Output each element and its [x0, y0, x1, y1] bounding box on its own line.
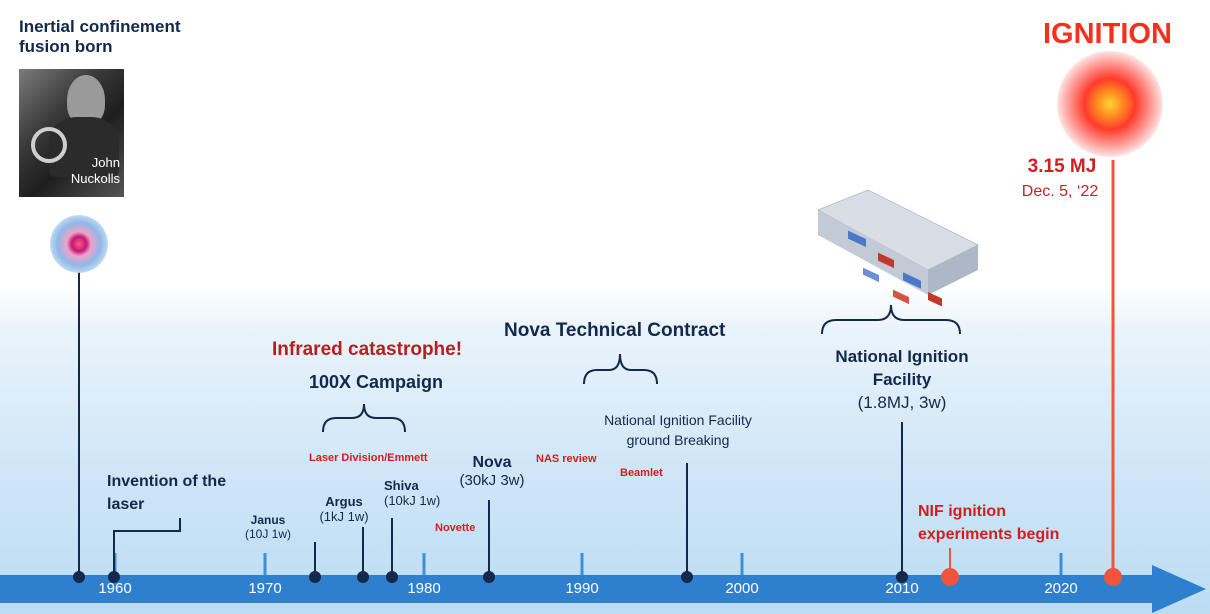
nif-line2: Facility	[872, 369, 932, 389]
argus2-dot	[357, 571, 369, 583]
photo-apparatus	[31, 127, 67, 163]
ignition-burst-icon	[1057, 51, 1163, 157]
photo-caption-first: John	[91, 155, 120, 170]
nova-label: Nova (30kJ 3w)	[459, 454, 524, 490]
beamlet-label: Beamlet	[620, 467, 663, 479]
timeline-arrow	[0, 565, 1206, 613]
shiva-name: Shiva	[384, 478, 419, 493]
ignition-yield: 3.15 MJ	[1027, 156, 1097, 177]
janus-label: Janus (10J 1w)	[244, 513, 292, 542]
janus-name: Janus	[250, 513, 286, 527]
photo-figure-head	[67, 75, 105, 125]
laser-invention-line1: Invention of the	[107, 473, 227, 490]
contract-brace	[583, 353, 658, 385]
shiva-label: Shiva (10kJ 1w)	[384, 478, 441, 509]
year-label-1980: 1980	[407, 580, 441, 597]
nif-groundbreaking-line2: ground Breaking	[626, 431, 730, 448]
icf-born-dot	[73, 571, 85, 583]
laser-invention-dot	[108, 571, 120, 583]
nif-experiments-dot	[941, 568, 959, 586]
year-label-2020: 2020	[1044, 580, 1078, 597]
year-label-2010: 2010	[885, 580, 919, 597]
nif-brace	[821, 304, 961, 335]
janus-spec: (10J 1w)	[244, 526, 292, 541]
ignition-date: Dec. 5, ‘22	[1021, 183, 1099, 200]
nas-review-label: NAS review	[536, 453, 597, 465]
nif-experiments-label: NIF ignition experiments begin	[918, 500, 1059, 546]
infrared-catastrophe-label: Infrared catastrophe!	[272, 339, 463, 360]
nova-spec: (30kJ 3w)	[459, 472, 525, 490]
nif-groundbreaking-line1: National Ignition Facility	[604, 412, 752, 428]
argus-name: Argus	[325, 494, 363, 509]
laser-invention-connector	[113, 518, 181, 577]
nif-experiments-line2: experiments begin	[918, 526, 1060, 544]
year-label-1960: 1960	[98, 580, 132, 597]
decade-ticks	[113, 553, 1063, 575]
icf-born-line2: fusion born	[19, 36, 113, 56]
campaign-label: 100X Campaign	[309, 372, 444, 392]
nif-label: National Ignition Facility (1.8MJ, 3w)	[835, 346, 968, 415]
nova-contract-label: Nova Technical Contract	[504, 320, 726, 341]
groundbreaking-dot	[681, 571, 693, 583]
nif-groundbreaking-label: National Ignition Facility ground Breaki…	[604, 411, 752, 450]
argus-label: Argus (1kJ 1w)	[319, 494, 369, 525]
photo-caption-last: Nuckolls	[70, 170, 120, 186]
john-nuckolls-photo: John Nuckolls	[19, 69, 124, 197]
argus-spec: (1kJ 1w)	[319, 508, 369, 524]
nif-experiments-line1: NIF ignition	[918, 503, 1006, 520]
year-label-1990: 1990	[565, 580, 599, 597]
shiva-spec: (10kJ 1w)	[384, 492, 441, 508]
argus-dot	[309, 571, 321, 583]
laser-division-label: Laser Division/Emmett	[309, 452, 428, 464]
nif-line1: National Ignition	[835, 347, 969, 366]
nova-dot	[483, 571, 495, 583]
nova-name: Nova	[472, 454, 512, 471]
novette-label: Novette	[435, 522, 476, 534]
nif-building-icon	[816, 189, 980, 307]
year-label-2000: 2000	[725, 580, 759, 597]
fusion-target-icon	[50, 215, 108, 273]
shiva-dot	[386, 571, 398, 583]
ignition-dot	[1104, 568, 1122, 586]
campaign-brace	[322, 403, 406, 433]
photo-caption: John Nuckolls	[71, 155, 120, 186]
nif-dot	[896, 571, 908, 583]
year-label-1970: 1970	[248, 580, 282, 597]
icf-born-label: Inertial confinement fusion born	[19, 17, 181, 56]
ignition-title: IGNITION	[1043, 18, 1172, 50]
laser-invention-label: Invention of the laser	[107, 470, 226, 516]
icf-born-line1: Inertial confinement	[19, 17, 181, 36]
nif-spec: (1.8MJ, 3w)	[857, 392, 947, 412]
laser-invention-line2: laser	[107, 496, 145, 514]
